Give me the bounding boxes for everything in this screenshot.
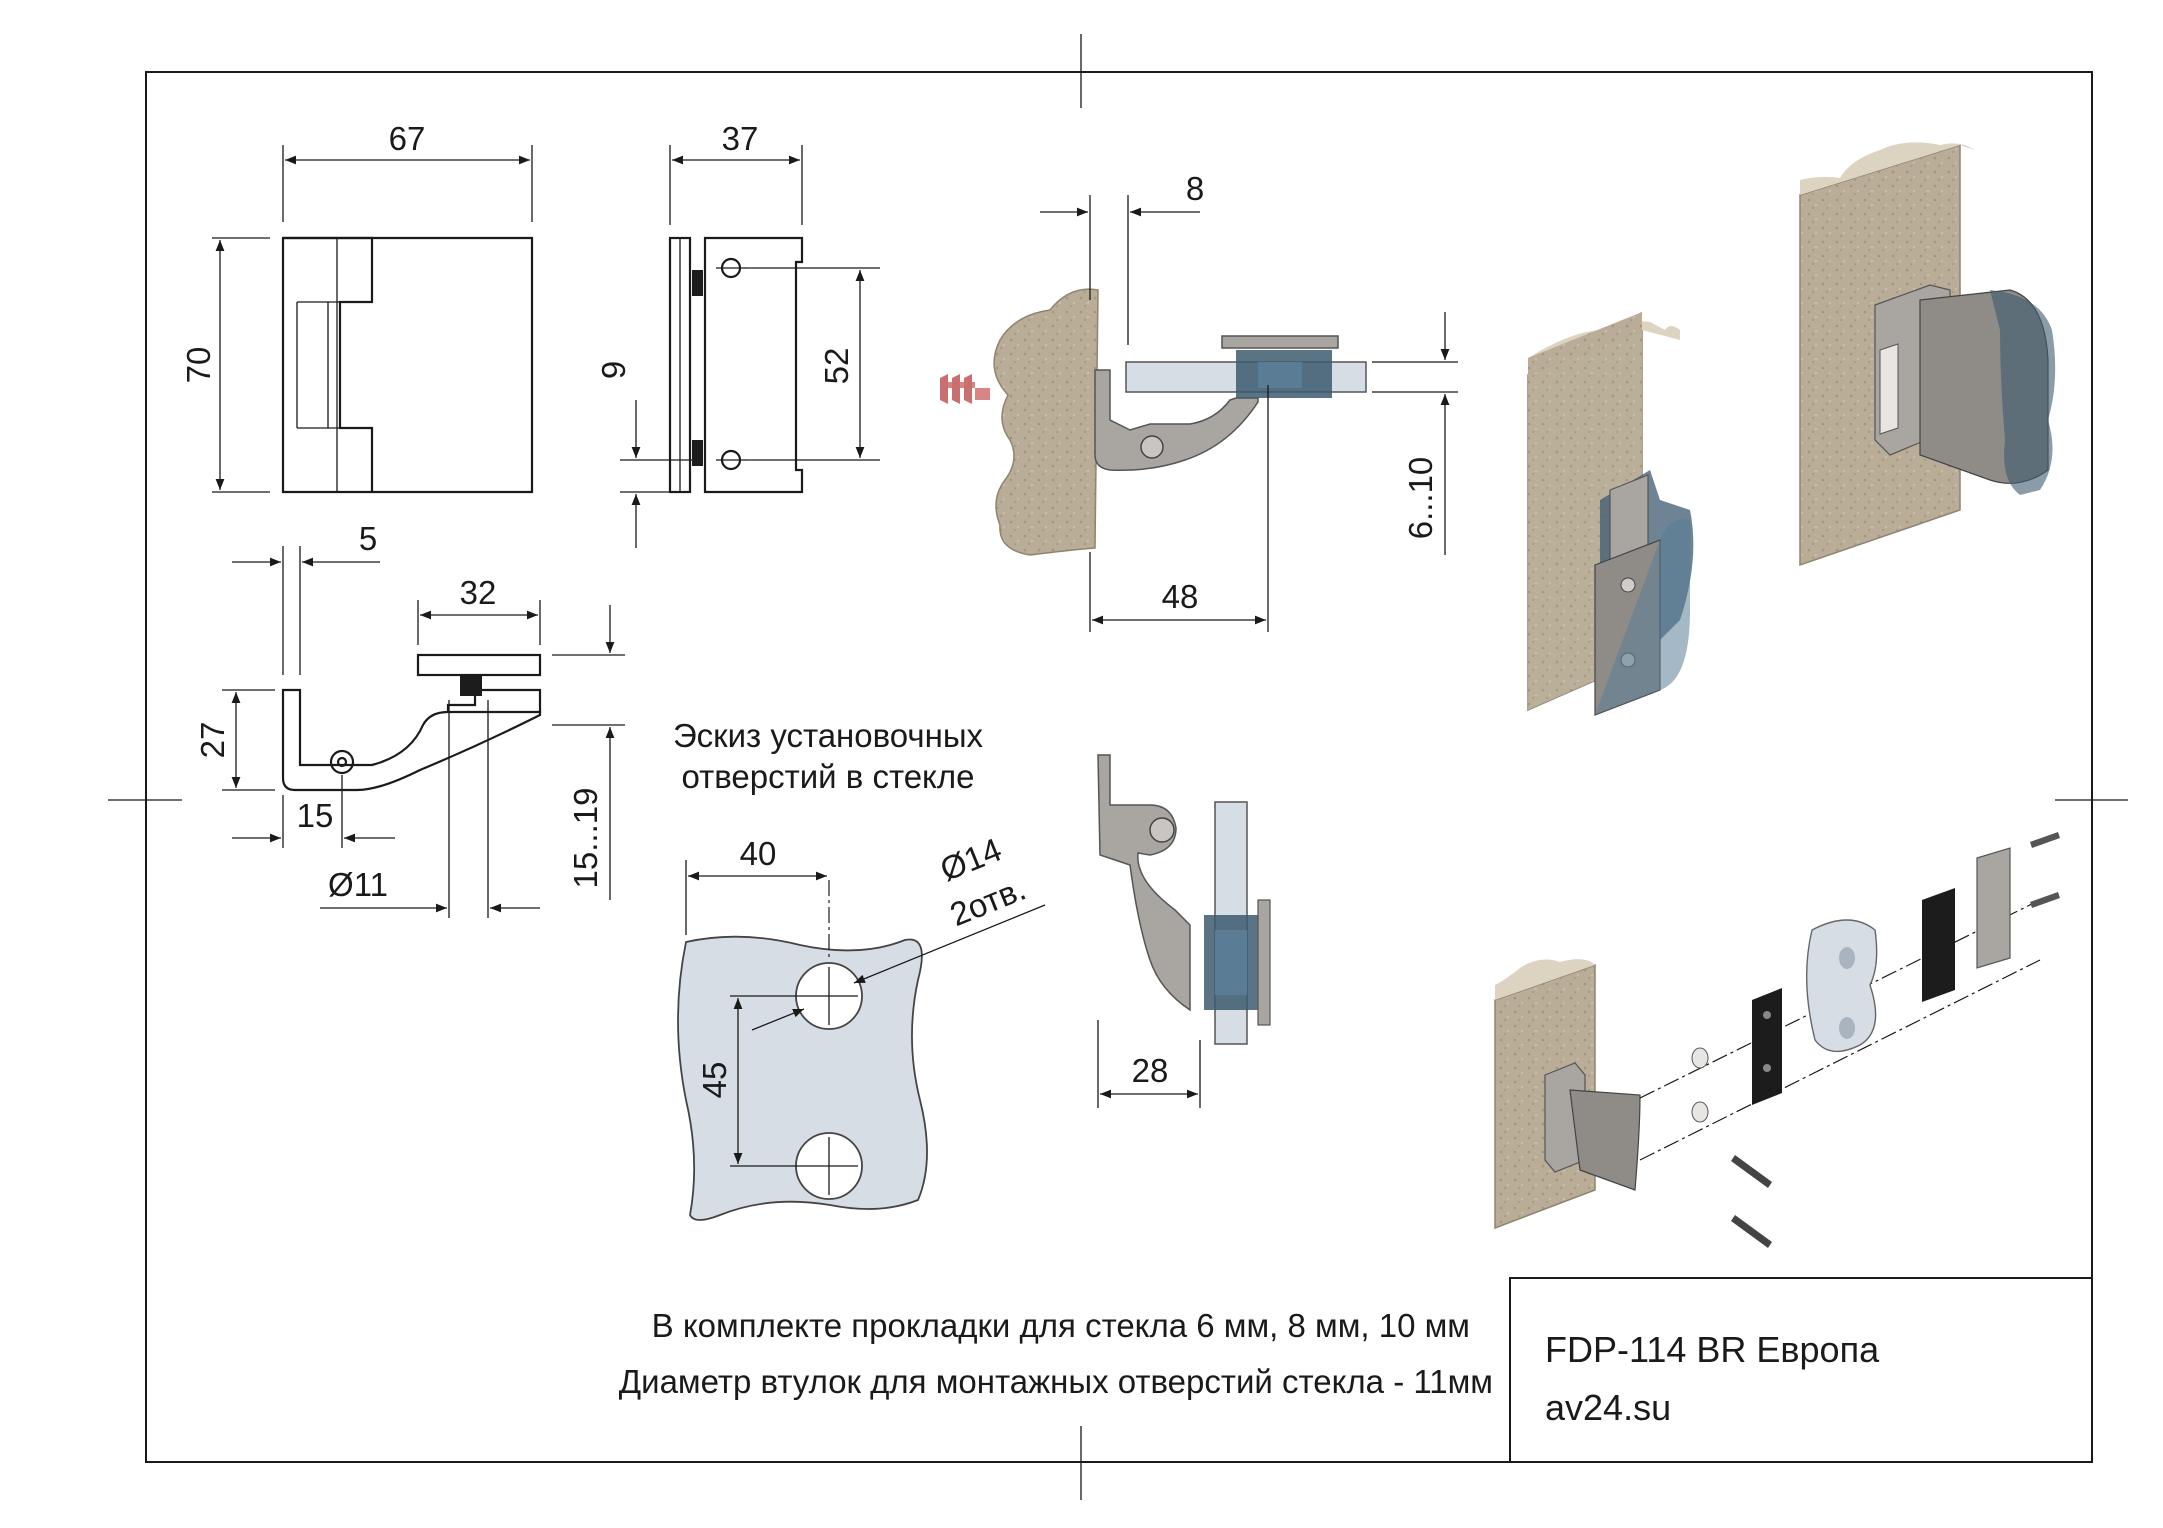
dim-15-19: 15...19 bbox=[567, 788, 604, 889]
exploded-view bbox=[1494, 832, 2060, 1248]
iso-view-open bbox=[1799, 142, 2056, 567]
dim-d11: Ø11 bbox=[328, 866, 388, 903]
open-view: 28 bbox=[1097, 754, 1271, 1108]
dim-8: 8 bbox=[1186, 170, 1204, 207]
iso-view-closed bbox=[1527, 312, 1694, 716]
dim-9: 9 bbox=[595, 361, 632, 379]
dim-52: 52 bbox=[818, 348, 855, 385]
website: av24.su bbox=[1545, 1387, 1671, 1428]
hole-sketch: Эскиз установочных отверстий в стекле 40… bbox=[673, 717, 1046, 1221]
dim-27: 27 bbox=[194, 722, 231, 759]
dim-6-10: 6...10 bbox=[1402, 457, 1439, 540]
dim-15: 15 bbox=[297, 797, 334, 834]
title-block: FDP-114 BR Европа av24.su bbox=[1509, 1277, 2093, 1463]
note-gaskets: В комплекте прокладки для стекла 6 мм, 8… bbox=[652, 1307, 1470, 1344]
section-view: 5 32 27 15 Ø11 15...19 bbox=[194, 520, 625, 918]
side-view: 37 52 9 bbox=[595, 120, 880, 548]
installed-view: 8 6...10 48 bbox=[940, 170, 1458, 632]
dim-28: 28 bbox=[1132, 1052, 1169, 1089]
front-view: 67 70 bbox=[180, 120, 534, 494]
note-bushings: Диаметр втулок для монтажных отверстий с… bbox=[619, 1363, 1493, 1400]
dim-40: 40 bbox=[740, 835, 777, 872]
dim-37: 37 bbox=[722, 120, 759, 157]
dim-5: 5 bbox=[359, 520, 377, 557]
dim-32: 32 bbox=[460, 574, 497, 611]
dim-45: 45 bbox=[696, 1062, 733, 1099]
dim-48: 48 bbox=[1162, 578, 1199, 615]
sketch-caption-line1: Эскиз установочных bbox=[673, 717, 984, 754]
sheet-frame bbox=[108, 34, 2128, 1500]
dim-67: 67 bbox=[389, 120, 426, 157]
model-name: FDP-114 BR Европа bbox=[1545, 1329, 1880, 1370]
dim-70: 70 bbox=[180, 347, 217, 384]
sketch-caption-line2: отверстий в стекле bbox=[682, 758, 975, 795]
notes: В комплекте прокладки для стекла 6 мм, 8… bbox=[619, 1307, 1493, 1400]
